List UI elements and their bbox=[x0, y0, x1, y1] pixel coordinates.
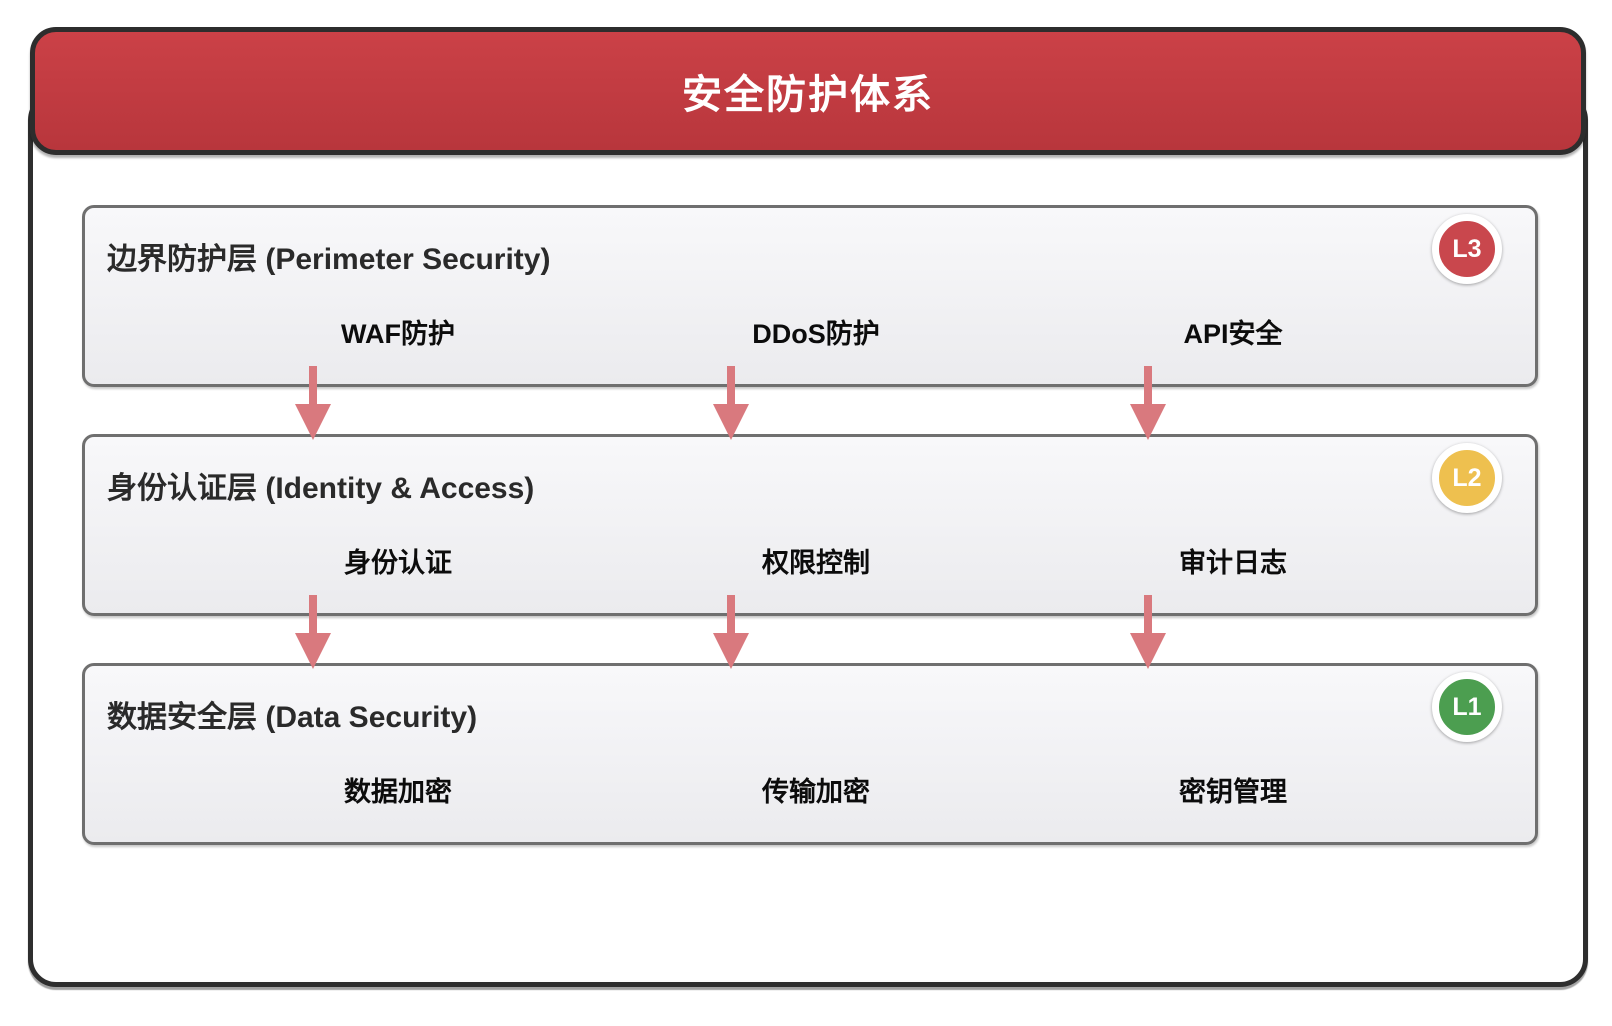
layer-card-data-security: 数据安全层 (Data Security) 数据加密 传输加密 密钥管理 L1 bbox=[82, 663, 1538, 845]
arrow-shaft bbox=[1144, 366, 1152, 408]
arrow-shaft bbox=[309, 595, 317, 637]
item-data-encryption: 数据加密 bbox=[344, 777, 452, 807]
arrow-head-icon bbox=[713, 633, 749, 669]
down-arrow-waf-to-identity bbox=[291, 366, 335, 444]
item-access-control: 权限控制 bbox=[762, 548, 870, 578]
arrow-shaft bbox=[727, 366, 735, 408]
item-transport-encryption: 传输加密 bbox=[762, 777, 870, 807]
down-arrow-api-to-identity bbox=[1126, 366, 1170, 444]
layer-card-perimeter-security: 边界防护层 (Perimeter Security) WAF防护 DDoS防护 … bbox=[82, 205, 1538, 387]
layer-card-identity-access: 身份认证层 (Identity & Access) 身份认证 权限控制 审计日志… bbox=[82, 434, 1538, 616]
down-arrow-access-to-data bbox=[709, 595, 753, 673]
arrow-head-icon bbox=[1130, 633, 1166, 669]
arrow-head-icon bbox=[295, 633, 331, 669]
layer-title-data: 数据安全层 (Data Security) bbox=[107, 701, 478, 734]
level-badge-l2: L2 bbox=[1432, 443, 1502, 513]
level-badge-l3: L3 bbox=[1432, 214, 1502, 284]
arrow-shaft bbox=[309, 366, 317, 408]
down-arrow-auth-to-data bbox=[291, 595, 335, 673]
down-arrow-ddos-to-identity bbox=[709, 366, 753, 444]
item-audit-log: 审计日志 bbox=[1179, 548, 1287, 578]
layer-title-perimeter: 边界防护层 (Perimeter Security) bbox=[107, 243, 551, 276]
item-key-management: 密钥管理 bbox=[1179, 777, 1287, 807]
arrow-head-icon bbox=[295, 404, 331, 440]
layer-title-identity: 身份认证层 (Identity & Access) bbox=[107, 472, 535, 505]
arrow-shaft bbox=[727, 595, 735, 637]
arrow-head-icon bbox=[713, 404, 749, 440]
item-api-security: API安全 bbox=[1183, 319, 1283, 349]
arrow-head-icon bbox=[1130, 404, 1166, 440]
down-arrow-audit-to-data bbox=[1126, 595, 1170, 673]
item-ddos-protection: DDoS防护 bbox=[752, 319, 880, 349]
diagram-title-banner: 安全防护体系 bbox=[30, 27, 1586, 155]
item-authentication: 身份认证 bbox=[344, 548, 452, 578]
diagram-title: 安全防护体系 bbox=[682, 73, 934, 117]
item-waf-protection: WAF防护 bbox=[341, 319, 455, 349]
level-badge-l1: L1 bbox=[1432, 672, 1502, 742]
arrow-shaft bbox=[1144, 595, 1152, 637]
